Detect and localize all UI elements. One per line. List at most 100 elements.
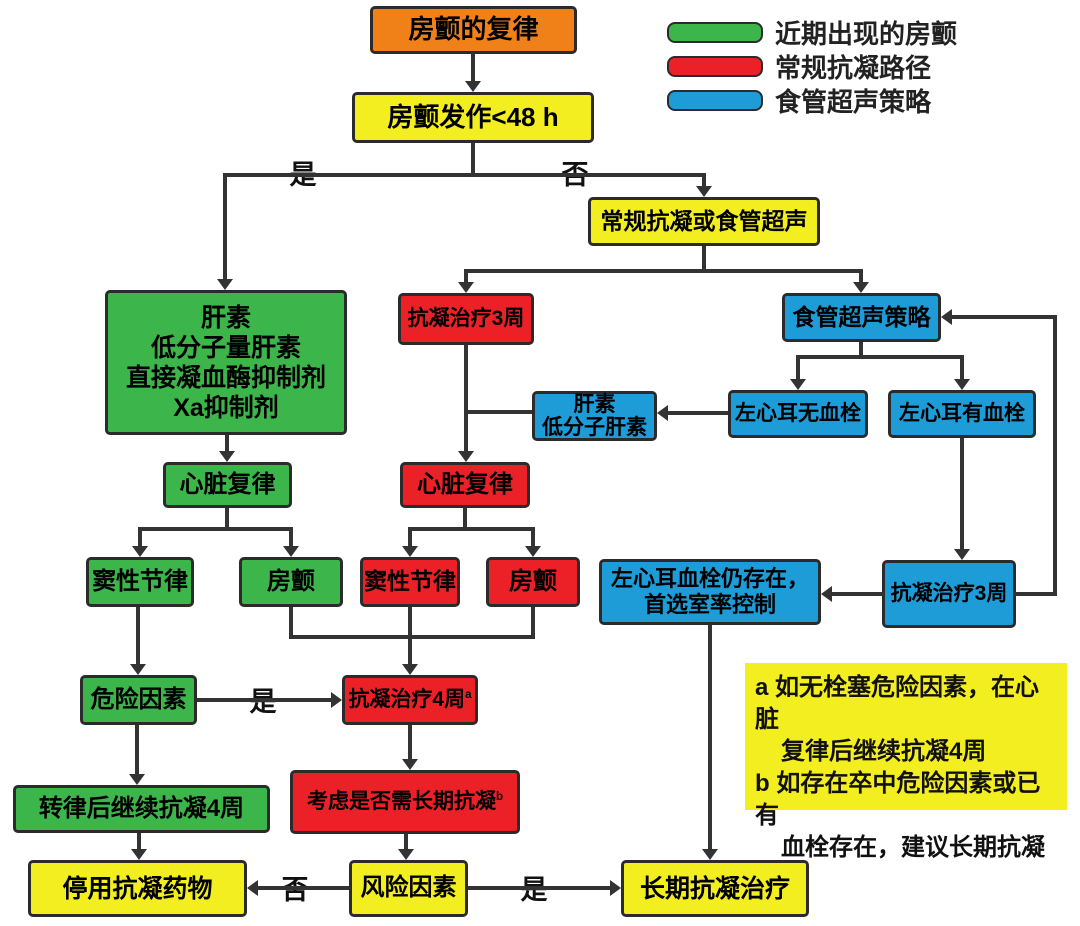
legend-swatch-blue — [667, 90, 763, 111]
connector — [464, 345, 468, 453]
node-af-cardioversion-title: 房颤的复律 — [370, 6, 577, 54]
connector — [197, 698, 332, 702]
node-heparin-lmwh: 肝素 低分子肝素 — [532, 391, 657, 441]
connector — [668, 411, 728, 415]
footnote-line-b2: 血栓存在，建议长期抗凝 — [781, 834, 1045, 861]
node-line: 低分子量肝素 — [150, 333, 301, 362]
connector — [464, 269, 863, 273]
legend-row: 常规抗凝路径 — [667, 53, 957, 83]
node-stop-anticoag: 停用抗凝药物 — [28, 860, 247, 917]
node-risk-factors-green: 危险因素 — [80, 675, 197, 725]
footnote-line-a2: 复律后继续抗凝4周 — [781, 738, 987, 765]
arrowhead-down-icon — [402, 664, 418, 675]
connector — [137, 833, 141, 851]
connector — [135, 725, 139, 776]
connector — [832, 592, 884, 596]
legend-swatch-green — [667, 22, 763, 43]
footnote-marker-b: b — [495, 791, 504, 804]
node-laa-thrombus: 左心耳有血栓 — [888, 390, 1036, 438]
footnote-marker-a: a — [465, 689, 472, 702]
arrowhead-down-icon — [283, 546, 299, 557]
legend-label: 近期出现的房颤 — [775, 19, 958, 49]
connector — [796, 355, 800, 381]
arrowhead-down-icon — [398, 849, 414, 860]
node-label: 转律后继续抗凝4周 — [38, 794, 245, 822]
node-label: 风险因素 — [360, 874, 457, 902]
connector — [960, 355, 964, 381]
footnote-box: a 如无栓塞危险因素，在心脏 复律后继续抗凝4周 b 如存在卒中危险因素或已有 … — [745, 663, 1067, 861]
connector — [138, 527, 142, 548]
connector — [468, 886, 611, 890]
connector — [471, 53, 475, 83]
connector — [708, 625, 712, 851]
edge-label-no-bottom: 否 — [281, 875, 309, 905]
connector — [960, 438, 964, 551]
node-line: 直接凝血酶抑制剂 — [125, 363, 326, 392]
legend-label: 常规抗凝路径 — [775, 53, 932, 83]
node-cardioversion-red: 心脏复律 — [400, 462, 530, 508]
connector — [223, 173, 706, 177]
node-tee-strategy: 食管超声策略 — [782, 293, 941, 342]
footnote-line-b: b 如存在卒中危险因素或已有 — [755, 770, 1041, 829]
node-af-green: 房颤 — [239, 557, 343, 607]
node-label: 窦性节律 — [364, 568, 456, 595]
connector — [859, 271, 863, 284]
arrowhead-down-icon — [458, 451, 474, 462]
node-label: 抗凝治疗3周 — [890, 582, 1008, 606]
node-label: 常规抗凝或食管超声 — [600, 207, 808, 234]
connector — [464, 271, 468, 284]
node-label: 左心耳无血栓 — [735, 402, 861, 426]
legend-row: 食管超声策略 — [667, 87, 957, 117]
connector — [702, 175, 706, 188]
connector — [1053, 315, 1057, 596]
node-line: 左心耳血栓仍存在， — [610, 565, 809, 591]
node-af-onset-48h: 房颤发作<48 h — [352, 92, 594, 143]
node-sinus-rhythm-red: 窦性节律 — [360, 557, 460, 607]
node-label: 心脏复律 — [417, 470, 513, 498]
arrowhead-right-icon — [610, 880, 621, 896]
node-line: 首选室率控制 — [643, 592, 776, 617]
connector — [408, 607, 412, 666]
node-label: 房颤 — [509, 567, 557, 595]
legend-swatch-red — [667, 56, 763, 77]
arrowhead-down-icon — [696, 186, 712, 197]
legend: 近期出现的房颤 常规抗凝路径 食管超声策略 — [667, 19, 957, 124]
node-anticoag-4w: 抗凝治疗4周a — [342, 675, 478, 725]
node-consider-longterm-anticoag: 考虑是否需长期抗凝b — [290, 770, 520, 834]
arrowhead-down-icon — [130, 664, 146, 675]
node-label: 危险因素 — [90, 685, 187, 713]
node-risk-factors-yellow: 风险因素 — [349, 860, 468, 917]
node-laa-thrombus-persist: 左心耳血栓仍存在， 首选室率控制 — [599, 559, 821, 625]
legend-row: 近期出现的房颤 — [667, 19, 957, 49]
node-label: 停用抗凝药物 — [62, 874, 213, 903]
connector — [796, 355, 962, 359]
connector — [136, 607, 140, 666]
connector — [138, 527, 291, 531]
node-label: 心脏复律 — [179, 470, 276, 498]
node-line: Xa抑制剂 — [173, 393, 279, 422]
arrowhead-down-icon — [129, 774, 145, 785]
legend-label: 食管超声策略 — [775, 87, 932, 117]
connector — [463, 508, 467, 531]
node-heparin-group: 肝素 低分子量肝素 直接凝血酶抑制剂 Xa抑制剂 — [105, 290, 347, 435]
node-label: 房颤发作<48 h — [387, 101, 559, 132]
arrowhead-down-icon — [132, 546, 148, 557]
node-label: 房颤 — [267, 567, 315, 595]
node-anticoag-3w-right: 抗凝治疗3周 — [882, 560, 1016, 628]
arrowhead-down-icon — [131, 849, 147, 860]
edge-label-yes-mid: 是 — [249, 687, 277, 717]
node-label-text: 抗凝治疗4周 — [348, 688, 466, 712]
connector — [289, 527, 293, 548]
node-label: 考虑是否需长期抗凝b — [307, 789, 503, 814]
footnote-line-a: a 如无栓塞危险因素，在心脏 — [755, 674, 1040, 733]
node-longterm-anticoag: 长期抗凝治疗 — [621, 860, 809, 917]
arrowhead-down-icon — [954, 549, 970, 560]
connector — [223, 175, 227, 281]
arrowhead-down-icon — [525, 546, 541, 557]
arrowhead-down-icon — [702, 849, 718, 860]
node-label: 左心耳有血栓 — [899, 402, 1025, 426]
arrowhead-down-icon — [465, 81, 481, 92]
connector — [531, 607, 535, 639]
connector — [408, 527, 533, 531]
